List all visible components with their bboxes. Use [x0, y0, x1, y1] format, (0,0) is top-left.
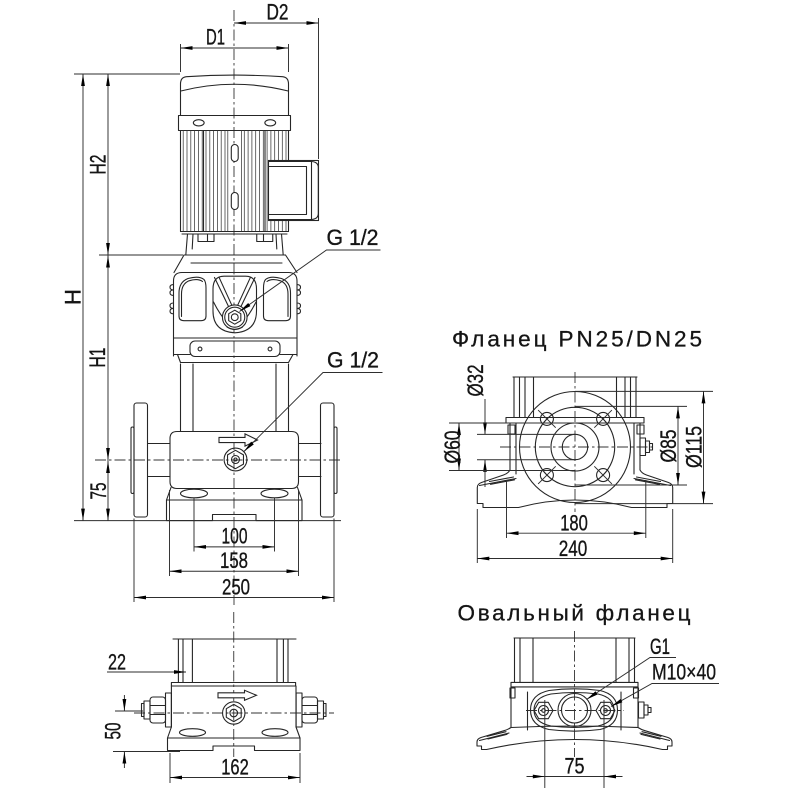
svg-text:100: 100	[222, 524, 248, 549]
svg-text:75: 75	[86, 483, 111, 500]
svg-text:H2: H2	[86, 155, 111, 175]
svg-text:H: H	[61, 289, 86, 305]
svg-text:Ø115: Ø115	[682, 426, 707, 468]
svg-text:240: 240	[559, 536, 588, 561]
svg-text:Ø85: Ø85	[656, 430, 681, 463]
svg-text:180: 180	[560, 510, 588, 535]
svg-text:Ø32: Ø32	[463, 365, 488, 397]
svg-text:D1: D1	[206, 25, 225, 50]
svg-text:H1: H1	[85, 348, 110, 368]
svg-text:M10×40: M10×40	[652, 660, 716, 685]
svg-text:G 1/2: G 1/2	[327, 225, 379, 250]
svg-text:Ø60: Ø60	[440, 431, 465, 464]
svg-text:G 1/2: G 1/2	[327, 348, 379, 373]
svg-text:250: 250	[222, 575, 250, 600]
svg-text:50: 50	[101, 723, 126, 740]
svg-text:22: 22	[108, 650, 126, 675]
svg-text:75: 75	[565, 754, 585, 779]
svg-text:G1: G1	[650, 634, 670, 659]
svg-text:158: 158	[220, 548, 248, 573]
svg-text:D2: D2	[267, 0, 289, 25]
svg-text:162: 162	[221, 755, 249, 780]
svg-text:Овальный фланец: Овальный фланец	[458, 601, 691, 626]
svg-text:Фланец PN25/DN25: Фланец PN25/DN25	[452, 327, 702, 352]
